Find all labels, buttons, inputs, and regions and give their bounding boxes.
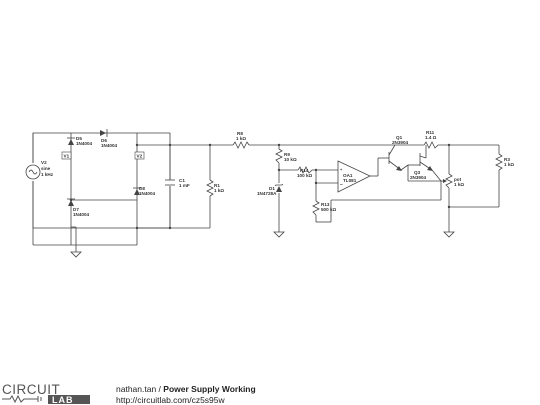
svg-text:2N3904: 2N3904 [410, 175, 427, 180]
svg-text:1 kΩ: 1 kΩ [504, 162, 514, 167]
potentiometer-pot: pot 1 kΩ [441, 173, 464, 189]
resistor-r14: R14 100 kΩ [297, 166, 312, 178]
svg-text:1N4728A: 1N4728A [257, 191, 277, 196]
junctions [69, 143, 451, 230]
svg-text:500 kΩ: 500 kΩ [321, 207, 336, 212]
svg-text:1N4004: 1N4004 [101, 143, 118, 148]
svg-text:OA1: OA1 [343, 173, 353, 178]
svg-text:LAB: LAB [52, 395, 74, 404]
svg-text:C1: C1 [179, 178, 185, 183]
svg-text:1N4004: 1N4004 [139, 191, 156, 196]
circuit-title[interactable]: Power Supply Working [163, 384, 256, 394]
svg-text:pot: pot [454, 177, 462, 182]
zener-diode-d1: D1 1N4728A [257, 183, 284, 196]
svg-text:1 kHz: 1 kHz [41, 172, 54, 177]
resistor-r8: R8 1 kΩ [232, 131, 250, 149]
circuitlab-logo: CIRCUIT LAB [2, 382, 90, 404]
transistor-q3: Q3 2N3904 [410, 153, 442, 182]
svg-text:10 kΩ: 10 kΩ [284, 157, 297, 162]
diode-d5: D5 1N4004 [67, 136, 93, 146]
circuit-author-title: nathan.tan / Power Supply Working [116, 384, 256, 394]
resistor-r1: R1 1 kΩ [206, 179, 224, 197]
svg-text:R9: R9 [284, 152, 290, 157]
svg-text:1.4 Ω: 1.4 Ω [425, 135, 437, 140]
svg-text:Q3: Q3 [414, 170, 421, 175]
svg-text:1N4004: 1N4004 [76, 141, 93, 146]
svg-text:+: + [340, 167, 343, 172]
voltage-probe-v1: V1 [61, 151, 72, 160]
sine-voltage-source-v2: V2 sine 1 kHz [25, 160, 54, 181]
svg-text:sine: sine [41, 166, 51, 171]
resistor-r3: R3 1 kΩ [495, 153, 514, 171]
svg-text:V1: V1 [64, 154, 70, 159]
svg-text:R3: R3 [504, 157, 510, 162]
svg-text:R13: R13 [321, 202, 330, 207]
svg-text:R1: R1 [214, 183, 220, 188]
svg-text:1N4004: 1N4004 [73, 212, 90, 217]
circuit-url[interactable]: http://circuitlab.com/cz5s95w [116, 395, 225, 405]
ground-symbol-zener [273, 231, 285, 238]
svg-text:D1: D1 [269, 186, 275, 191]
resistor-r11: R11 1.4 Ω [423, 130, 439, 149]
transistor-q1: Q1 2N3904 [388, 135, 409, 171]
resistor-r9: R9 10 kΩ [275, 148, 297, 164]
svg-text:1 kΩ: 1 kΩ [236, 136, 246, 141]
svg-text:TL081: TL081 [343, 178, 357, 183]
svg-text:V2: V2 [41, 160, 47, 165]
svg-text:CIRCUIT: CIRCUIT [2, 382, 60, 397]
resistor-r13: R13 500 kΩ [312, 200, 336, 216]
svg-text:D6: D6 [101, 138, 107, 143]
svg-text:1 mF: 1 mF [179, 183, 190, 188]
svg-text:D5: D5 [76, 136, 82, 141]
diode-d7: D7 1N4004 [67, 198, 90, 217]
svg-text:1 kΩ: 1 kΩ [214, 188, 224, 193]
svg-text:100 kΩ: 100 kΩ [297, 173, 312, 178]
diode-d6: D6 1N4004 [100, 129, 118, 148]
svg-text:R14: R14 [300, 168, 309, 173]
svg-text:R8: R8 [237, 131, 243, 136]
svg-text:D7: D7 [73, 207, 79, 212]
svg-text:Q1: Q1 [396, 135, 403, 140]
schematic-canvas: V2 sine 1 kHz D5 1N4004 D6 1N4004 D7 1N4… [25, 129, 514, 258]
diode-d8: D8 1N4004 [133, 186, 156, 196]
circuit-schematic: V2 sine 1 kHz D5 1N4004 D6 1N4004 D7 1N4… [25, 129, 514, 258]
author-name[interactable]: nathan.tan [116, 384, 157, 394]
svg-text:2N3904: 2N3904 [392, 140, 409, 145]
ground-symbol-pot [443, 231, 455, 238]
svg-text:−: − [340, 182, 343, 188]
ground-symbol-main [70, 250, 82, 258]
svg-text:D8: D8 [139, 186, 145, 191]
svg-text:V2: V2 [137, 154, 143, 159]
opamp-oa1: + − OA1 TL081 [337, 160, 371, 193]
capacitor-c1: C1 1 mF [164, 178, 190, 188]
svg-text:1 kΩ: 1 kΩ [454, 182, 464, 187]
voltage-probe-v2: V2 [134, 151, 145, 160]
title-separator: / [156, 384, 164, 394]
svg-text:R11: R11 [426, 130, 435, 135]
